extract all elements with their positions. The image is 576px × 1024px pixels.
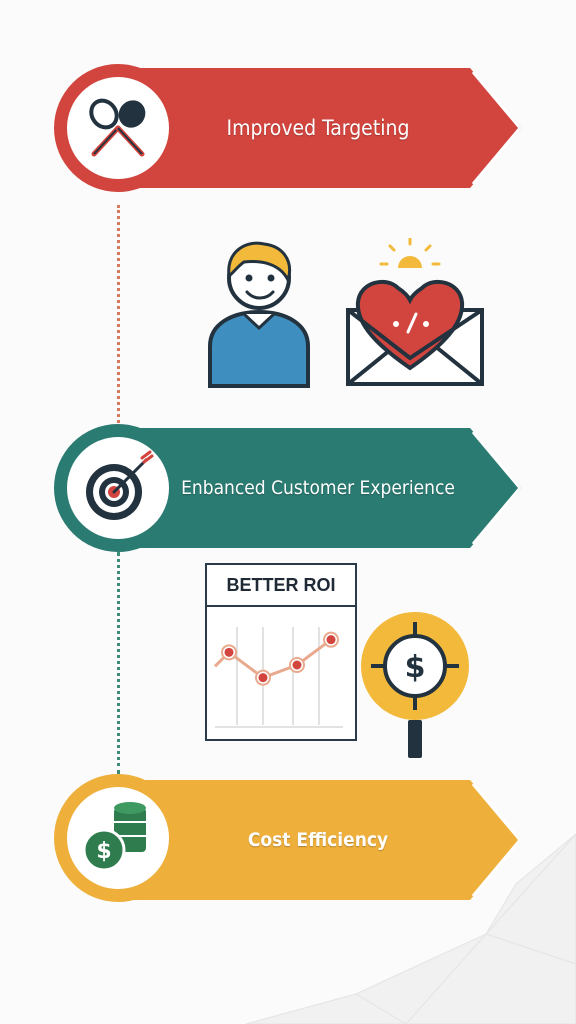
step-3-label: Cost Efficiency [247, 829, 389, 851]
roi-chart-card: BETTER ROI [205, 563, 357, 741]
svg-text:$: $ [96, 839, 111, 864]
step-3-medal: $ [54, 774, 182, 902]
svg-text:$: $ [405, 650, 426, 685]
roi-point [224, 647, 234, 657]
target-arrow-icon [86, 450, 154, 520]
step-1-banner: Improved Targeting [118, 68, 522, 188]
roi-point [326, 635, 336, 645]
dollar-coins-icon: $ [82, 802, 146, 872]
banner-1-shape [118, 68, 522, 188]
badminton-rackets-icon [89, 98, 146, 157]
roi-card-title: BETTER ROI [207, 565, 355, 607]
heart-envelope-icon [346, 238, 484, 386]
roi-point [258, 673, 268, 683]
step-2-medal [54, 424, 182, 552]
connector-teal [117, 552, 120, 774]
roi-point [292, 660, 302, 670]
connector-red [117, 205, 120, 423]
step-3-banner: Cost Efficiency [118, 780, 522, 900]
smiling-person-icon [208, 241, 310, 388]
banner-3-shape [118, 780, 522, 900]
step-2-banner: Enbanced Customer Experience [118, 428, 522, 548]
step-2-label: Enbanced Customer Experience [181, 477, 455, 499]
dollar-magnifier-icon: $ [361, 612, 469, 758]
roi-line-chart [213, 627, 343, 728]
step-1-medal [54, 64, 182, 192]
background-mesh [245, 833, 576, 1024]
step-1-label: Improved Targeting [226, 116, 410, 140]
banner-2-shape [118, 428, 522, 548]
